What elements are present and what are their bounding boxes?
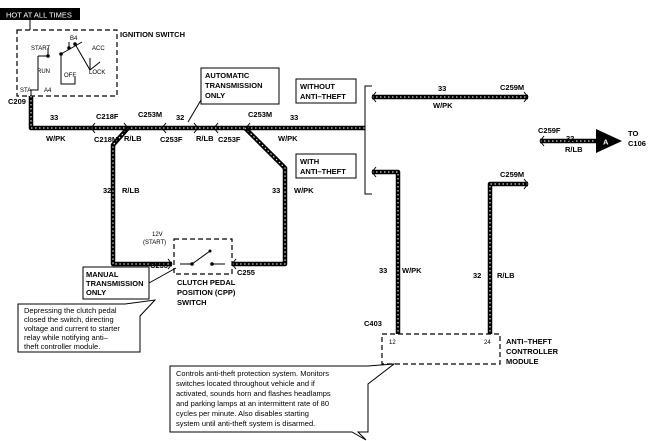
selector-bracket: [364, 85, 372, 195]
connector-symbols: [90, 91, 545, 270]
svg-text:MANUAL: MANUAL: [86, 270, 119, 279]
wire-harness: [28, 94, 596, 334]
svg-text:ACC: ACC: [92, 46, 105, 52]
cpp-title: CLUTCH PEDAL: [177, 278, 236, 287]
svg-text:C106: C106: [628, 139, 646, 148]
svg-text:voltage and current to starter: voltage and current to starter: [24, 324, 120, 333]
svg-text:switches located throughout ve: switches located throughout vehicle and …: [176, 379, 316, 388]
svg-text:C209: C209: [8, 97, 26, 106]
svg-text:OFF: OFF: [64, 73, 76, 79]
svg-text:33: 33: [290, 113, 298, 122]
svg-text:Depressing the clutch pedal: Depressing the clutch pedal: [24, 306, 117, 315]
svg-text:R/LB: R/LB: [124, 134, 142, 143]
automatic-transmission-label: AUTOMATIC TRANSMISSION ONLY: [187, 67, 280, 123]
manual-transmission-label: MANUAL TRANSMISSION ONLY: [82, 266, 177, 300]
svg-text:R/LB: R/LB: [565, 145, 583, 154]
ignition-switch-title: IGNITION SWITCH: [120, 30, 185, 39]
wire-labels: 33 W/PK R/LB 32 R/LB 33 W/PK 32 R/LB 33 …: [46, 84, 583, 280]
svg-text:TRANSMISSION: TRANSMISSION: [86, 279, 144, 288]
svg-text:33: 33: [379, 266, 387, 275]
svg-text:TO: TO: [628, 129, 638, 138]
svg-text:ANTI–THEFT: ANTI–THEFT: [300, 167, 346, 176]
svg-text:C253M: C253M: [138, 110, 162, 119]
svg-text:R/LB: R/LB: [122, 186, 140, 195]
svg-text:33: 33: [438, 84, 446, 93]
svg-text:B4: B4: [70, 36, 78, 42]
svg-text:relay while notifying anti–: relay while notifying anti–: [24, 333, 109, 342]
svg-text:C253M: C253M: [248, 110, 272, 119]
without-anti-theft-label: WITHOUT ANTI–THEFT: [295, 78, 357, 104]
svg-text:C253F: C253F: [160, 135, 183, 144]
svg-text:RUN: RUN: [37, 69, 50, 75]
with-anti-theft-label: WITH ANTI–THEFT: [295, 153, 357, 179]
svg-text:W/PK: W/PK: [402, 266, 422, 275]
svg-text:W/PK: W/PK: [278, 134, 298, 143]
svg-text:33: 33: [272, 186, 280, 195]
clutch-note: Depressing the clutch pedal closed the s…: [17, 299, 157, 353]
svg-text:ONLY: ONLY: [205, 91, 225, 100]
svg-text:A: A: [603, 138, 609, 147]
anti-theft-controller-module: 12 24 ANTI–THEFT CONTROLLER MODULE: [381, 333, 559, 366]
svg-text:activated, sounds horn and fla: activated, sounds horn and flashes headl…: [176, 389, 331, 398]
svg-text:HOT AT ALL TIMES: HOT AT ALL TIMES: [6, 11, 72, 20]
svg-text:STA: STA: [20, 88, 31, 94]
svg-text:C403: C403: [364, 319, 382, 328]
svg-text:33: 33: [50, 113, 58, 122]
svg-text:closed the switch, directing: closed the switch, directing: [24, 315, 114, 324]
svg-text:SWITCH: SWITCH: [177, 298, 207, 307]
svg-text:R/LB: R/LB: [497, 271, 515, 280]
svg-text:WITH: WITH: [300, 157, 319, 166]
svg-text:W/PK: W/PK: [433, 101, 453, 110]
svg-text:C218F: C218F: [96, 112, 119, 121]
svg-text:C218M: C218M: [94, 135, 118, 144]
svg-text:C259M: C259M: [500, 83, 524, 92]
svg-text:C259F: C259F: [538, 126, 561, 135]
svg-text:cycles per minute. Also disab: cycles per minute. Also disables startin…: [176, 409, 309, 418]
svg-text:C255: C255: [237, 268, 255, 277]
svg-text:system until anti-theft system: system until anti-theft system is disarm…: [176, 419, 315, 428]
svg-text:32: 32: [566, 134, 574, 143]
svg-text:TRANSMISSION: TRANSMISSION: [205, 81, 263, 90]
svg-text:POSITION (CPP): POSITION (CPP): [177, 288, 236, 297]
module-title: ANTI–THEFT: [506, 337, 552, 346]
svg-text:A4: A4: [44, 88, 52, 94]
svg-text:CONTROLLER: CONTROLLER: [506, 347, 559, 356]
hot-at-all-times-label: HOT AT ALL TIMES: [0, 8, 80, 20]
svg-text:32: 32: [473, 271, 481, 280]
svg-text:R/LB: R/LB: [196, 134, 214, 143]
svg-text:W/PK: W/PK: [294, 186, 314, 195]
svg-text:C259M: C259M: [500, 170, 524, 179]
svg-text:12: 12: [389, 340, 396, 346]
svg-text:ONLY: ONLY: [86, 288, 106, 297]
svg-text:and parking lamps at an interm: and parking lamps at an intermittent rat…: [176, 399, 329, 408]
connector-labels: C209 C218F C218M C253M C253F C253F C253M…: [8, 83, 561, 328]
svg-text:theft controller module.: theft controller module.: [24, 342, 100, 351]
svg-text:32: 32: [176, 113, 184, 122]
off-page-arrow: A TO C106: [596, 129, 646, 153]
svg-text:(START): (START): [143, 240, 166, 246]
svg-text:C253F: C253F: [218, 135, 241, 144]
svg-text:12V: 12V: [152, 232, 163, 238]
clutch-pedal-position-switch: 12V (START) CLUTCH PEDAL POSITION (CPP) …: [143, 232, 236, 307]
svg-text:32: 32: [103, 186, 111, 195]
svg-text:LOCK: LOCK: [89, 70, 105, 76]
svg-text:C255: C255: [150, 261, 168, 270]
svg-text:WITHOUT: WITHOUT: [300, 82, 335, 91]
svg-text:24: 24: [484, 340, 491, 346]
svg-text:START: START: [31, 46, 50, 52]
svg-text:W/PK: W/PK: [46, 134, 66, 143]
svg-text:AUTOMATIC: AUTOMATIC: [205, 71, 250, 80]
svg-text:MODULE: MODULE: [506, 357, 539, 366]
ignition-switch: IGNITION SWITCH B4 START ACC RUN OFF LOC…: [16, 20, 185, 97]
module-note: Controls anti-theft protection system. M…: [169, 363, 396, 441]
svg-text:ANTI–THEFT: ANTI–THEFT: [300, 92, 346, 101]
svg-text:Controls anti-theft protection: Controls anti-theft protection system. M…: [176, 369, 329, 378]
